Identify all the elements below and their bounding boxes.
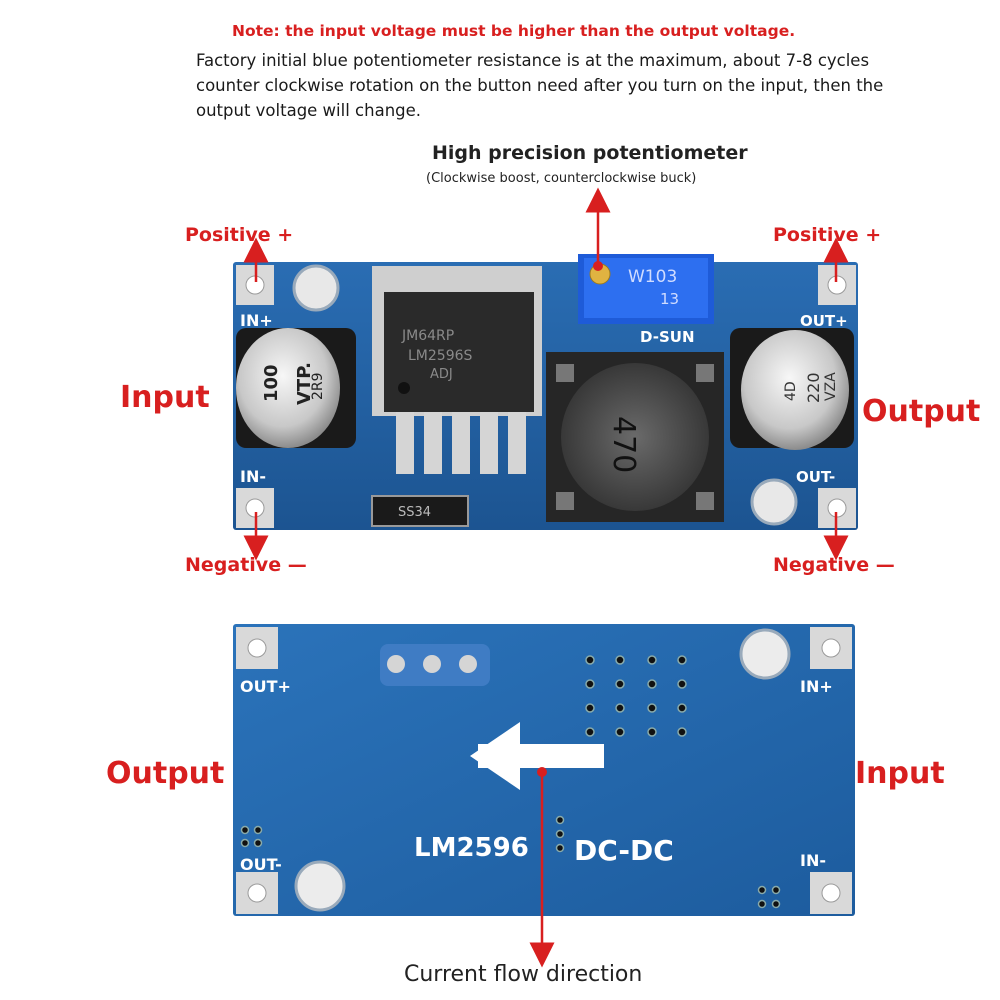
flow-arrow-icon (470, 722, 604, 790)
pot-line2: 13 (660, 290, 679, 308)
brand-label: D-SUN (640, 328, 695, 346)
cap-right-line3: VZA (823, 372, 839, 401)
pot-line1: W103 (628, 267, 677, 287)
cap-left-line3: 2R9 (310, 372, 326, 400)
positive-right-label: Positive + (773, 224, 882, 246)
output-top-label: Output (862, 394, 981, 429)
cap-right-line2: 220 (804, 372, 823, 403)
ic-line1: JM64RP (401, 328, 454, 344)
current-flow-label: Current flow direction (404, 962, 643, 987)
top-out-plus: OUT+ (800, 312, 848, 330)
negative-right-label: Negative — (773, 554, 895, 576)
top-board: 100 VTP. 2R9 JM64RP LM2596S ADJ SS34 W10… (233, 254, 858, 530)
bottom-type-label: DC-DC (574, 834, 674, 867)
bottom-in-plus: IN+ (800, 677, 833, 696)
bottom-in-minus: IN- (800, 851, 826, 870)
positive-left-label: Positive + (185, 224, 294, 246)
diode-label: SS34 (398, 505, 431, 520)
bottom-chip-label: LM2596 (414, 833, 529, 863)
potentiometer-title: High precision potentiometer (432, 142, 748, 164)
negative-left-label: Negative — (185, 554, 307, 576)
pointer-lines (243, 187, 849, 968)
cap-left-line1: 100 (261, 364, 282, 402)
note-text: Note: the input voltage must be higher t… (232, 22, 796, 40)
description-text: Factory initial blue potentiometer resis… (196, 51, 884, 120)
inductor-label: 470 (606, 416, 641, 473)
ic-line3: ADJ (430, 367, 453, 382)
input-top-label: Input (120, 380, 210, 415)
output-bottom-label: Output (106, 756, 225, 791)
input-bottom-label: Input (855, 756, 945, 791)
top-in-minus: IN- (240, 467, 266, 486)
bottom-out-plus: OUT+ (240, 677, 291, 696)
cap-left-line2: VTP. (294, 362, 315, 405)
top-in-plus: IN+ (240, 311, 273, 330)
potentiometer-subtitle: (Clockwise boost, counterclockwise buck) (426, 171, 697, 186)
ic-line2: LM2596S (408, 348, 473, 364)
cap-right-line1: 4D (783, 381, 799, 401)
top-out-minus: OUT- (796, 468, 835, 486)
bottom-out-minus: OUT- (240, 855, 282, 874)
